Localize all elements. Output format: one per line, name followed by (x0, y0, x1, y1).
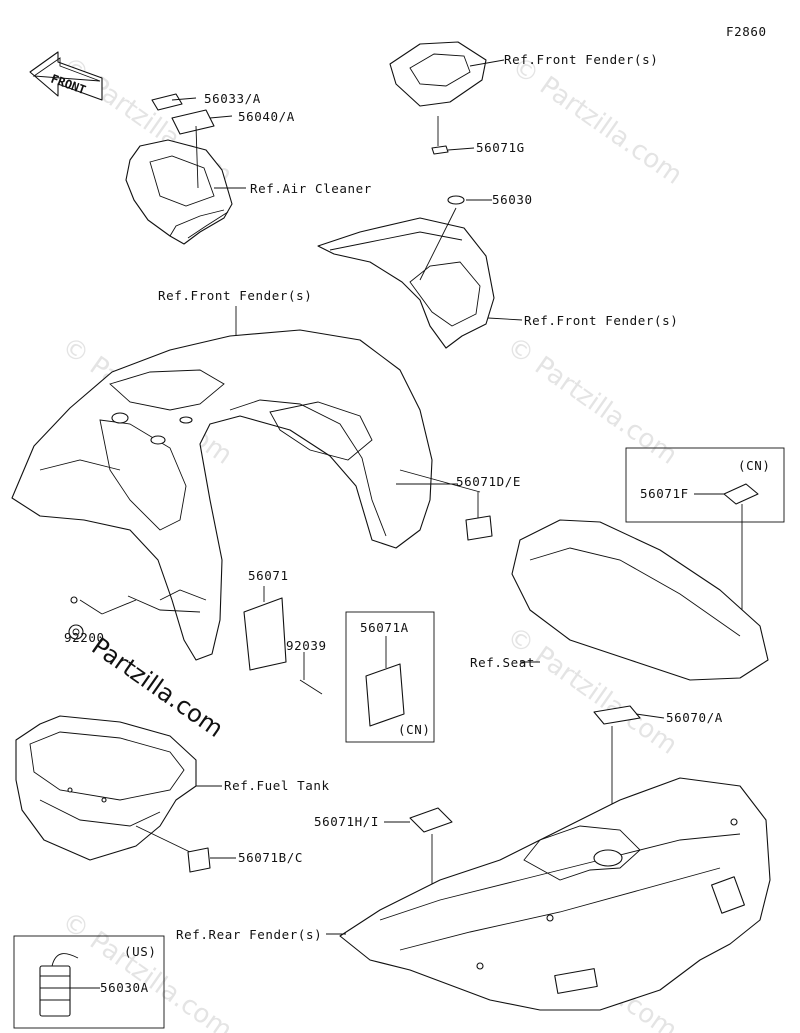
box-56071A-cn (345, 611, 435, 743)
sticker-56071 (243, 597, 287, 671)
sticker-56071F (723, 483, 759, 505)
watermark-4: © Partzilla.com (501, 331, 683, 471)
label-front-fender-right: Ref.Front Fender(s) (524, 313, 678, 328)
sticker-56030A (39, 965, 71, 1017)
clip-92200 (68, 624, 84, 640)
label-56071BC: 56071B/C (238, 850, 303, 865)
front-fender-top-part (389, 41, 505, 155)
fuel-tank-part (15, 715, 236, 873)
watermark-2: © Partzilla.com (506, 51, 688, 191)
label-56040A: 56040/A (238, 109, 295, 124)
sticker-56071G (431, 145, 449, 155)
label-seat: Ref.Seat (470, 655, 535, 670)
box-56030A-us (13, 935, 165, 1029)
label-56030: 56030 (492, 192, 533, 207)
label-92039: 92039 (286, 638, 327, 653)
watermark-6: © Partzilla.com (56, 906, 238, 1033)
air-cleaner-cover (125, 93, 246, 245)
label-56071HI: 56071H/I (314, 814, 379, 829)
rear-fender-part (326, 777, 771, 1011)
front-fender-right-part (317, 195, 523, 349)
front-arrow-icon: FRONT (29, 51, 103, 101)
sticker-56071DE (465, 515, 493, 541)
sticker-56070A (593, 705, 641, 725)
label-56030A: 56030A (100, 980, 149, 995)
sticker-56071A (365, 663, 405, 727)
sticker-56040A (171, 109, 215, 135)
label-cn-small: (CN) (398, 722, 431, 737)
label-56071: 56071 (248, 568, 289, 583)
sticker-56070A-group (593, 705, 665, 820)
sticker-56071BC (187, 847, 211, 873)
label-56071F: 56071F (640, 486, 689, 501)
diagram-code: F2860 (726, 24, 767, 39)
label-cn-box: (CN) (738, 458, 771, 473)
label-92200: 92200 (64, 630, 105, 645)
clip-and-stickers (68, 586, 323, 695)
label-fuel-tank: Ref.Fuel Tank (224, 778, 330, 793)
grommet-56030 (447, 195, 465, 205)
label-rear-fender: Ref.Rear Fender(s) (176, 927, 322, 942)
label-56071DE: 56071D/E (456, 474, 521, 489)
label-front-fender-top: Ref.Front Fender(s) (504, 52, 658, 67)
front-fender-main-part: Ref.Front Fender(s) (11, 288, 493, 661)
label-56071G: 56071G (476, 140, 525, 155)
label-56033A: 56033/A (204, 91, 261, 106)
seat-part (511, 519, 769, 681)
sticker-56071HI (409, 807, 453, 833)
label-us: (US) (124, 944, 157, 959)
label-56070A: 56070/A (666, 710, 723, 725)
label-front-fender-main: Ref.Front Fender(s) (158, 288, 312, 303)
label-air-cleaner: Ref.Air Cleaner (250, 181, 372, 196)
sticker-56033A (151, 93, 183, 111)
label-56071A: 56071A (360, 620, 409, 635)
